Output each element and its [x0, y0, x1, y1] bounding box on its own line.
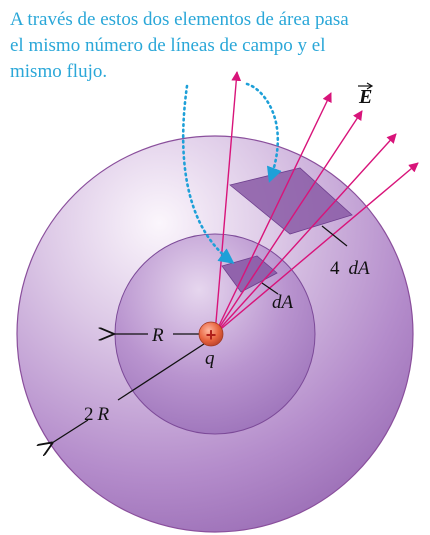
pointer-to-outer-area [245, 82, 282, 183]
outer-area-unit: dA [349, 258, 371, 279]
field-lines [214, 71, 419, 335]
field-label-e: E [358, 86, 372, 108]
inner-area-patch [221, 255, 278, 293]
caption-line-3: mismo flujo. [10, 61, 107, 82]
field-line [214, 110, 363, 335]
field-line [214, 162, 419, 335]
field-line [214, 92, 332, 335]
outer-radius-coef: 2 [84, 404, 94, 425]
caption: A través de estos dos elementos de área … [10, 9, 349, 82]
outer-area-coef: 4 [330, 258, 340, 279]
radius-2r-line-lower [52, 419, 89, 443]
vector-arrow-head [366, 82, 374, 90]
charge-sign: + [206, 325, 217, 345]
caption-pointers [181, 82, 282, 264]
charge-label: q [205, 348, 215, 369]
inner-area-leader [261, 282, 279, 295]
point-charge: + [198, 321, 224, 347]
outer-area-leader [321, 225, 348, 247]
inner-radius-label: R [151, 325, 164, 346]
pointer-to-inner-area [181, 84, 235, 264]
field-vector-arrow [358, 82, 374, 90]
caption-line-2: el mismo número de líneas de campo y el [10, 35, 326, 56]
field-line [214, 71, 242, 335]
field-line [214, 133, 397, 335]
inner-area-label: dA [272, 292, 294, 313]
caption-line-1: A través de estos dos elementos de área … [10, 9, 349, 30]
radius-2r-line-upper [117, 341, 208, 401]
outer-area-label: 4 dA [330, 258, 370, 279]
outer-radius-unit: R [97, 404, 110, 425]
charge-sphere [198, 321, 224, 347]
radius-indicators [52, 334, 208, 443]
outer-radius-label: 2 R [84, 404, 110, 425]
